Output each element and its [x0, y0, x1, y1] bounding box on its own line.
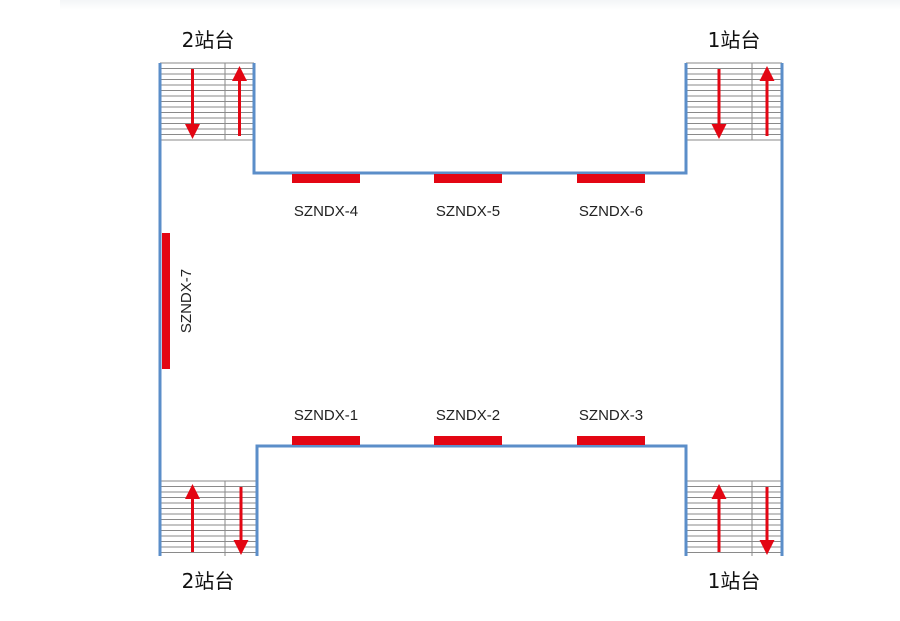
device-label-szndx-5: SZNDX-5 [436, 203, 500, 220]
platform-label-top-right: 1站台 [708, 28, 761, 52]
platform-label-top-left: 2站台 [182, 28, 235, 52]
stair-top-left [160, 62, 254, 141]
device-label-szndx-3: SZNDX-3 [579, 407, 643, 424]
device-bar-szndx-4 [292, 174, 360, 183]
device-label-szndx-1: SZNDX-1 [294, 407, 358, 424]
stair-top-right [686, 62, 782, 141]
device-label-szndx-7: SZNDX-7 [178, 269, 195, 333]
device-bar-szndx-3 [577, 436, 645, 445]
device-bar-szndx-7 [162, 233, 170, 369]
platform-label-bottom-right: 1站台 [708, 569, 761, 593]
device-label-szndx-2: SZNDX-2 [436, 407, 500, 424]
device-label-szndx-4: SZNDX-4 [294, 203, 358, 220]
stair-bottom-left [160, 480, 257, 556]
device-bar-szndx-5 [434, 174, 502, 183]
device-label-szndx-6: SZNDX-6 [579, 203, 643, 220]
platform-label-bottom-left: 2站台 [182, 569, 235, 593]
top-fade-bar [60, 0, 900, 10]
concourse-wall-outline [158, 63, 784, 556]
stair-bottom-right [686, 480, 782, 556]
device-bar-szndx-1 [292, 436, 360, 445]
device-bar-szndx-2 [434, 436, 502, 445]
device-bar-szndx-6 [577, 174, 645, 183]
